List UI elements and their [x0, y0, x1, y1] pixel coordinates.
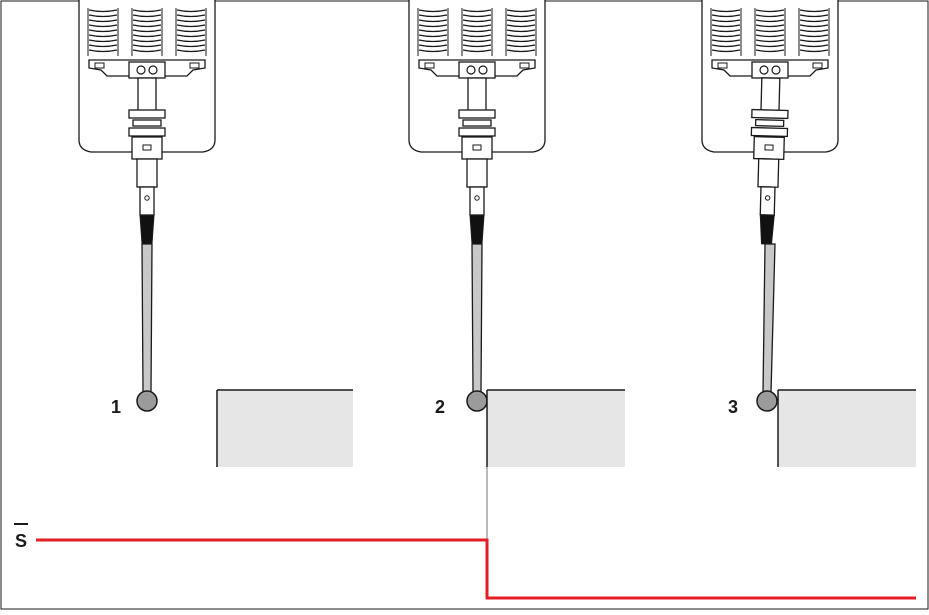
position-label-2: 2 — [435, 397, 445, 417]
spring-3 — [798, 8, 830, 56]
stylus-taper — [759, 214, 775, 245]
stylus-taper — [469, 214, 485, 245]
workpiece-3 — [777, 389, 916, 467]
kinematic-block — [751, 61, 789, 79]
probe-1 — [78, 0, 216, 412]
stylus-taper — [139, 214, 155, 245]
probe-group — [78, 0, 839, 412]
position-label-1: 1 — [111, 397, 121, 417]
spring-1 — [87, 8, 119, 56]
stylus-shaft — [762, 243, 776, 394]
spring-3 — [175, 8, 207, 56]
spring-3 — [505, 8, 537, 56]
stylus-assembly — [128, 77, 166, 245]
probe-2 — [408, 0, 546, 412]
probe-3 — [701, 0, 839, 412]
stylus-shaft — [471, 243, 483, 394]
spring-1 — [417, 8, 449, 56]
spring-2 — [754, 8, 786, 56]
stylus-shaft — [141, 243, 153, 394]
stylus-ball — [136, 390, 158, 412]
spring-2 — [461, 8, 493, 56]
signal-label-group: S — [14, 523, 28, 551]
stylus-assembly — [750, 77, 789, 245]
signal-trace — [36, 538, 916, 600]
stylus-assembly — [458, 77, 496, 245]
spring-2 — [131, 8, 163, 56]
workpiece-1 — [216, 389, 353, 467]
spring-1 — [710, 8, 742, 56]
kinematic-block — [128, 61, 166, 79]
stylus-ball — [756, 390, 778, 412]
workpiece-2 — [486, 389, 625, 467]
kinematic-block — [458, 61, 496, 79]
position-label-3: 3 — [728, 397, 738, 417]
signal-label: S — [15, 531, 27, 551]
stylus-ball — [466, 390, 488, 412]
